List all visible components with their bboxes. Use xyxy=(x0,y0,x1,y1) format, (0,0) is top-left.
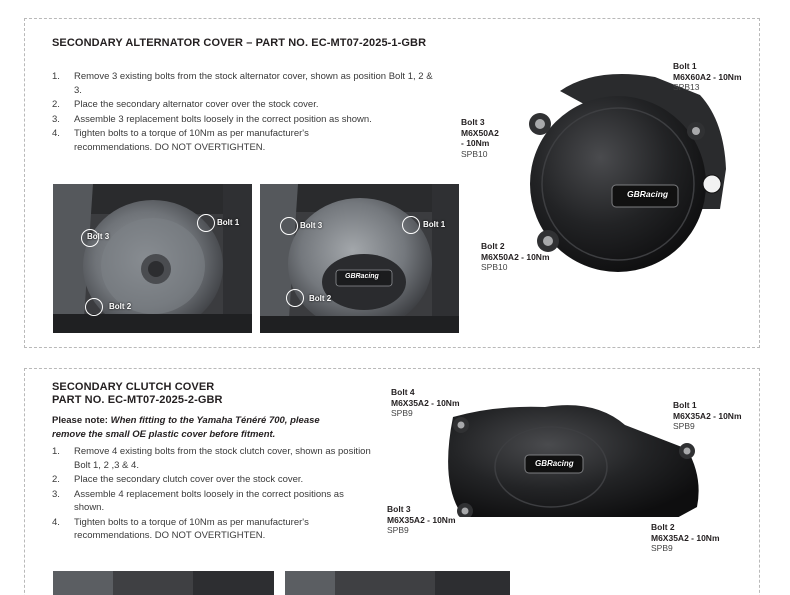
alternator-bolt-2-callout: Bolt 2 M6X50A2 - 10Nm SPB10 xyxy=(481,241,550,272)
bolt-1-photo-label: Bolt 1 xyxy=(217,218,240,227)
clutch-bolt-3-callout: Bolt 3 M6X35A2 - 10Nm SPB9 xyxy=(387,504,456,535)
engine-photo-image xyxy=(53,184,252,333)
clutch-section-title: SECONDARY CLUTCH COVER PART NO. EC-MT07-… xyxy=(52,381,223,406)
list-item: 3.Assemble 4 replacement bolts loosely i… xyxy=(52,488,344,514)
list-item: 2.Place the secondary clutch cover over … xyxy=(52,474,304,485)
gbracing-badge: GBRacing xyxy=(535,459,574,468)
bolt-2-photo-label: Bolt 2 xyxy=(109,302,132,311)
list-item: 1.Remove 3 existing bolts from the stock… xyxy=(52,71,433,96)
engine-photo-image xyxy=(285,571,510,595)
alternator-bolt-3-callout: Bolt 3 M6X50A2 - 10Nm SPB10 xyxy=(461,117,499,159)
list-item: 4.Tighten bolts to a torque of 10Nm as p… xyxy=(52,516,309,542)
clutch-steps-list: 1.Remove 4 existing bolts from the stock… xyxy=(52,445,372,544)
alternator-cover-render xyxy=(529,74,726,272)
clutch-bolt-2-callout: Bolt 2 M6X35A2 - 10Nm SPB9 xyxy=(651,522,720,553)
bolt-3-marker xyxy=(81,229,99,247)
bolt-3-photo-label: Bolt 3 xyxy=(300,221,323,230)
alternator-section-title: SECONDARY ALTERNATOR COVER – PART NO. EC… xyxy=(52,37,427,49)
bolt-2-marker xyxy=(286,289,304,307)
clutch-bolt-4-callout: Bolt 4 M6X35A2 - 10Nm SPB9 xyxy=(391,387,460,418)
bolt-2-marker xyxy=(85,298,103,316)
alternator-cover-section: SECONDARY ALTERNATOR COVER – PART NO. EC… xyxy=(24,18,760,348)
clutch-cover-section: SECONDARY CLUTCH COVER PART NO. EC-MT07-… xyxy=(24,368,760,595)
stock-alternator-photo: Bolt 1 Bolt 3 Bolt 2 xyxy=(53,184,252,333)
engine-photo-image xyxy=(260,184,459,333)
list-item: 4.Tighten bolts to a torque of 10Nm as p… xyxy=(52,128,309,153)
clutch-bolt-1-callout: Bolt 1 M6X35A2 - 10Nm SPB9 xyxy=(673,400,742,431)
list-item: 3.Assemble 3 replacement bolts loosely i… xyxy=(52,113,372,125)
engine-photo-image xyxy=(53,571,274,595)
fitted-clutch-photo xyxy=(285,571,510,595)
bolt-1-marker xyxy=(402,216,420,234)
alternator-steps-list: 1.Remove 3 existing bolts from the stock… xyxy=(52,70,442,155)
list-item: 2.Place the secondary alternator cover o… xyxy=(52,99,319,110)
bolt-3-photo-label: Bolt 3 xyxy=(87,232,110,241)
bolt-1-marker xyxy=(197,214,215,232)
fitted-alternator-photo: GBRacing Bolt 1 Bolt 3 Bolt 2 xyxy=(260,184,459,333)
fitment-note: Please note: When fitting to the Yamaha … xyxy=(52,415,320,440)
list-item: 1.Remove 4 existing bolts from the stock… xyxy=(52,446,371,471)
clutch-cover-render xyxy=(448,405,699,517)
bolt-1-photo-label: Bolt 1 xyxy=(423,220,446,229)
bolt-2-photo-label: Bolt 2 xyxy=(309,294,332,303)
alternator-bolt-1-callout: Bolt 1 M6X60A2 - 10Nm SPB13 xyxy=(673,61,742,92)
gbracing-badge: GBRacing xyxy=(627,189,669,199)
gbracing-badge: GBRacing xyxy=(345,273,379,280)
bolt-3-marker xyxy=(280,217,298,235)
stock-clutch-photo xyxy=(53,571,274,595)
